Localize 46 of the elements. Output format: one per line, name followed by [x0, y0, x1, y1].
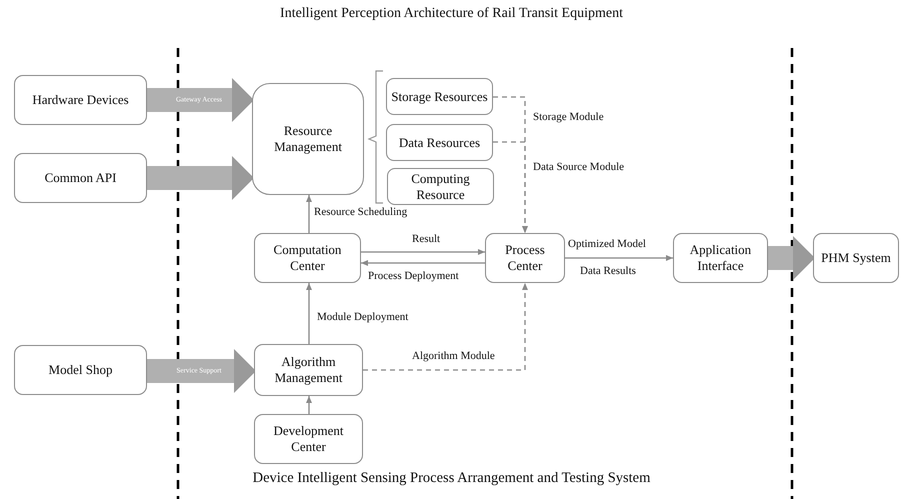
node-text: Computation Center	[272, 242, 342, 274]
process-box	[673, 233, 768, 283]
arrow	[493, 141, 528, 233]
process-box	[14, 75, 147, 125]
process-box	[485, 233, 565, 283]
node-text: Application Interface	[688, 242, 752, 274]
block-arrow	[768, 236, 815, 280]
diagram-caption: Device Intelligent Sensing Process Arrangement and Testing System	[252, 470, 650, 486]
arrow	[363, 283, 528, 371]
node-text: PHM System	[821, 250, 891, 266]
node-text: Algorithm Management	[274, 354, 344, 386]
process-box	[14, 345, 147, 395]
node-text: Common API	[44, 170, 116, 186]
process-box	[386, 78, 493, 115]
process-box	[254, 344, 363, 396]
edge-label: Optimized Model	[568, 238, 646, 251]
process-box	[252, 83, 364, 195]
node-text: Computing Resource	[410, 170, 471, 202]
arrow	[361, 260, 485, 266]
block-arrow	[147, 78, 254, 122]
edge-label: Process Deployment	[368, 270, 459, 283]
arrow	[565, 255, 673, 261]
process-box	[386, 124, 493, 161]
arrow	[306, 195, 312, 233]
node-text: Data Resources	[398, 134, 480, 150]
block-arrow	[147, 156, 254, 200]
node-text: Development Center	[272, 423, 345, 455]
process-box	[254, 414, 363, 464]
arrow	[306, 283, 312, 344]
process-box	[14, 153, 147, 203]
process-box	[813, 233, 899, 283]
process-box	[254, 233, 361, 283]
arrow	[361, 249, 485, 255]
process-box	[387, 168, 494, 205]
edge-label: Algorithm Module	[412, 350, 495, 363]
node-text: Storage Resources	[391, 88, 488, 104]
block-arrow	[147, 349, 256, 393]
diagram-title: Intelligent Perception Architecture of Rail Transit Equipment	[280, 6, 623, 21]
node-text: Model Shop	[48, 362, 112, 378]
edge-label: Storage Module	[533, 111, 604, 124]
arrow	[306, 396, 312, 414]
edge-label: Resource Scheduling	[314, 206, 408, 219]
node-text: Process Center	[504, 242, 546, 274]
node-text: Resource Management	[273, 123, 343, 155]
node-text: Hardware Devices	[32, 92, 129, 108]
edge-label: Module Deployment	[317, 311, 408, 324]
